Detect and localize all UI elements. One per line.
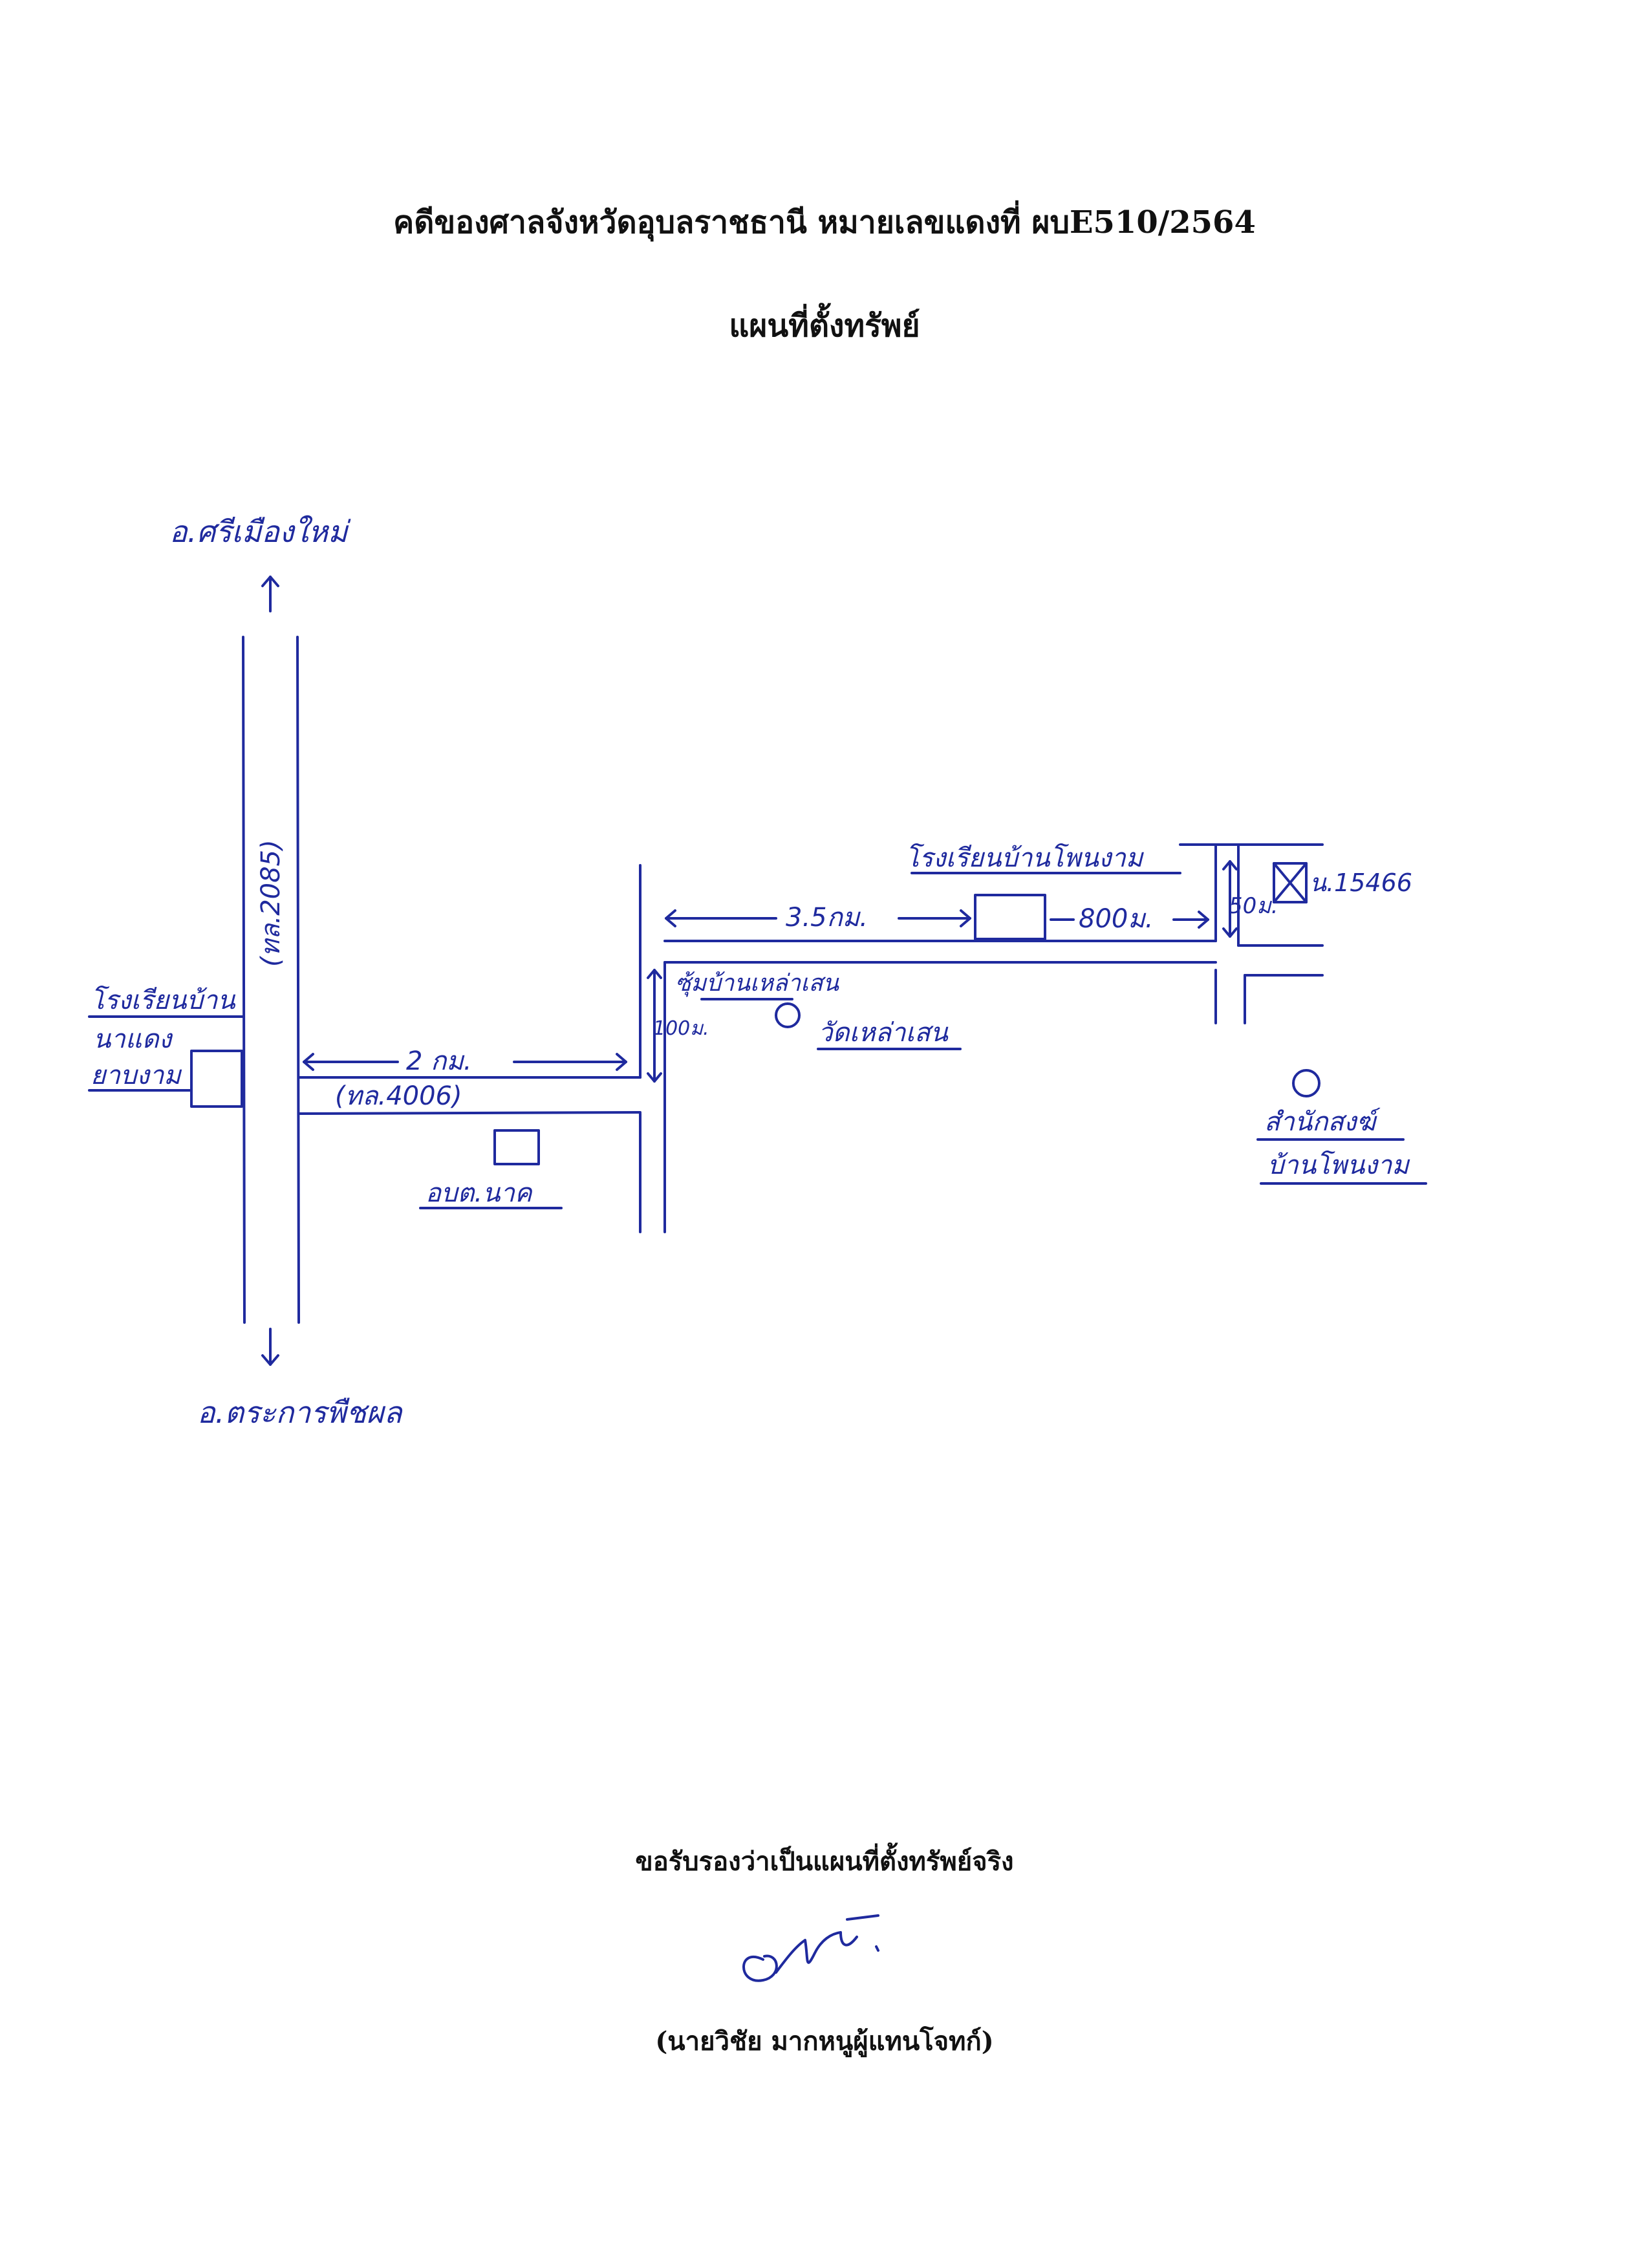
highway-vertical-label: (ทล.2085)	[256, 839, 286, 967]
property-label: น.15466	[1310, 869, 1412, 897]
school-left-label-2: นาแดง	[93, 1024, 173, 1054]
school-left-label-1: โรงเรียนบ้าน	[91, 985, 236, 1015]
distance-2km-label: 2 กม.	[406, 1046, 471, 1076]
distance-50m-label: 50ม.	[1229, 893, 1278, 919]
north-district-label: อ.ศรีเมืองใหม่	[169, 514, 351, 549]
monastery-marker	[1292, 1069, 1320, 1097]
school-left-label-3: ยาบงาม	[91, 1061, 182, 1090]
school-right-marker	[974, 894, 1046, 940]
village-sign-label: ซุ้มบ้านเหล่าเสน	[675, 970, 839, 997]
south-district-label: อ.ตระการพืชผล	[197, 1395, 403, 1430]
road-4006-label: (ทล.4006)	[335, 1081, 462, 1111]
road-4006	[297, 864, 641, 1233]
distance-3-5km-label: 3.5กม.	[786, 903, 868, 933]
monastery-label-2: บ้านโพนงาม	[1267, 1150, 1410, 1180]
temple-label: วัดเหล่าเสน	[818, 1018, 949, 1048]
school-left-marker	[88, 1015, 244, 1108]
temple-marker	[775, 1002, 801, 1028]
distance-100m-label: 100ม.	[653, 1017, 709, 1040]
distance-800m-marker	[1050, 911, 1209, 929]
signer-name: (นายวิชัย มากหนูผู้แทนโจทก์)	[655, 2026, 994, 2057]
distance-50m-marker	[1222, 860, 1238, 938]
road-right-end	[1179, 843, 1324, 1024]
village-road	[663, 940, 1217, 1233]
property-marker-icon	[1273, 862, 1308, 903]
signature-icon	[742, 1914, 879, 1982]
south-arrow-icon	[261, 1328, 279, 1366]
north-arrow-icon	[261, 576, 279, 612]
sao-office-label: อบต.นาค	[426, 1178, 534, 1208]
distance-100m-marker	[647, 969, 662, 1083]
document-subtitle: แผนที่ตั้งทรัพย์	[729, 308, 920, 344]
highway-vertical-road	[242, 636, 300, 1324]
distance-800m-label: 800ม.	[1079, 904, 1153, 934]
distance-3-5km-marker	[665, 909, 971, 927]
distance-2km-marker	[303, 1053, 627, 1071]
document-title: คดีของศาลจังหวัดอุบลราชธานี หมายเลขแดงที…	[393, 204, 1256, 241]
sao-office-marker	[493, 1129, 540, 1165]
monastery-label-1: สำนักสงฆ์	[1264, 1107, 1381, 1137]
school-right-label: โรงเรียนบ้านโพนงาม	[905, 843, 1145, 873]
certification-text: ขอรับรองว่าเป็นแผนที่ตั้งทรัพย์จริง	[635, 1846, 1014, 1877]
